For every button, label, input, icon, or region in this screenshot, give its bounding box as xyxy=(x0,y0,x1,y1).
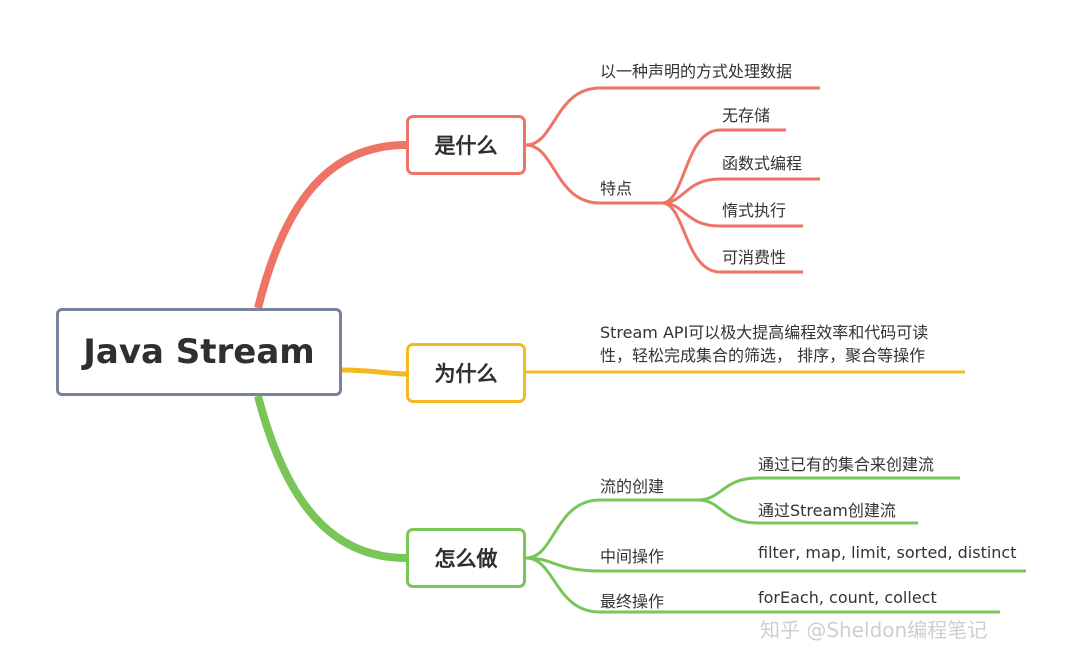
why-desc-line-2: 性，轻松完成集合的筛选， 排序，聚合等操作 xyxy=(600,346,926,365)
link-root-why xyxy=(341,367,407,377)
leaf-feature: 惰式执行 xyxy=(722,201,787,220)
leaf-terminal-value: forEach, count, collect xyxy=(758,588,937,607)
watermark: 知乎 @Sheldon编程笔记 xyxy=(760,618,988,642)
link-feature-4 xyxy=(661,201,803,274)
leaf-intermediate-value: filter, map, limit, sorted, distinct xyxy=(758,543,1017,562)
root-node[interactable]: Java Stream xyxy=(56,308,342,396)
link-creation-1 xyxy=(697,476,960,502)
link-what-features xyxy=(525,143,662,205)
leaf-feature: 可消费性 xyxy=(722,248,787,267)
link-root-how xyxy=(254,394,407,562)
link-what-definition xyxy=(525,86,820,147)
branch-how-label: 怎么做 xyxy=(434,547,498,571)
leaf-feature: 无存储 xyxy=(722,106,771,125)
why-desc-line-1: Stream API可以极大提高编程效率和代码可读 xyxy=(600,323,929,342)
branch-what-label: 是什么 xyxy=(434,134,498,158)
leaf-creation: 流的创建 xyxy=(600,477,665,496)
leaf-feature: 函数式编程 xyxy=(722,154,803,173)
branch-how[interactable]: 怎么做 xyxy=(406,528,526,588)
leaf-terminal: 最终操作 xyxy=(600,592,665,611)
link-feature-1 xyxy=(661,128,786,205)
leaf-features: 特点 xyxy=(600,179,633,198)
link-feature-2 xyxy=(661,177,820,205)
link-how-creation xyxy=(525,498,698,560)
root-label: Java Stream xyxy=(83,332,315,372)
why-description: Stream API可以极大提高编程效率和代码可读 性，轻松完成集合的筛选， 排… xyxy=(600,321,928,367)
leaf-creation-item: 通过已有的集合来创建流 xyxy=(758,455,935,474)
link-root-what xyxy=(254,141,407,309)
link-how-terminal xyxy=(525,556,1000,614)
branch-why[interactable]: 为什么 xyxy=(406,343,526,403)
leaf-definition: 以一种声明的方式处理数据 xyxy=(600,62,793,81)
branch-why-label: 为什么 xyxy=(434,362,498,386)
branch-what[interactable]: 是什么 xyxy=(406,115,526,175)
leaf-intermediate: 中间操作 xyxy=(600,547,665,566)
leaf-creation-item: 通过Stream创建流 xyxy=(758,501,896,520)
link-creation-2 xyxy=(697,498,918,525)
